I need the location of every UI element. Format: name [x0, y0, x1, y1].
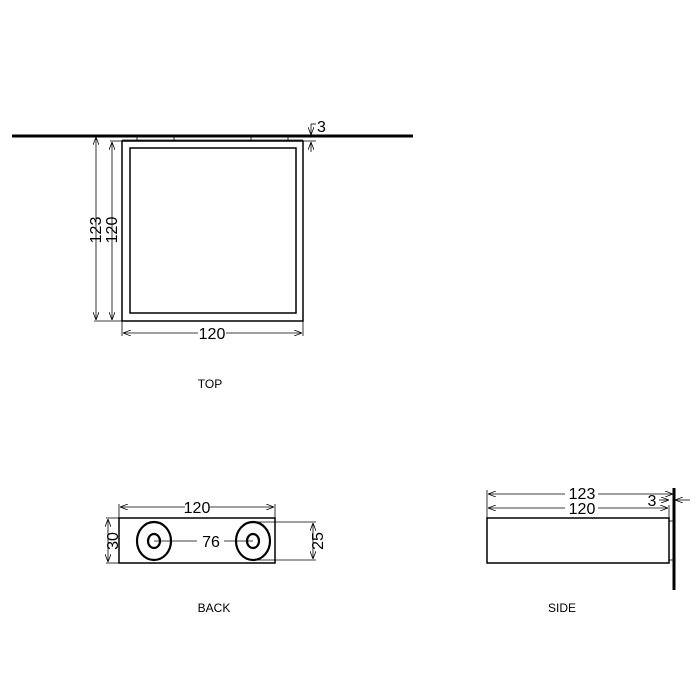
inner-frame — [129, 147, 297, 314]
back-view: 120 30 76 25 BACK — [105, 500, 327, 615]
side-view: 123 120 3 SIDE — [486, 486, 690, 615]
top-view: 123 120 120 3 TOP — [12, 119, 413, 391]
dimension-depth: 120 — [104, 140, 122, 320]
dimension-hole-spacing: 76 — [154, 534, 253, 551]
dim-text: 120 — [184, 500, 211, 517]
dim-text: 76 — [202, 534, 220, 551]
dim-text: 120 — [569, 501, 596, 518]
shelf-body — [486, 517, 670, 564]
dim-text: 25 — [310, 532, 327, 550]
dimension-hole-diameter: 25 — [253, 521, 327, 561]
dimension-total-depth: 123 — [486, 486, 673, 518]
dim-text: 3 — [317, 119, 326, 136]
dimension-width: 120 — [118, 500, 276, 518]
dimension-flange: 3 — [303, 119, 326, 152]
dimension-height: 30 — [105, 517, 122, 564]
dim-text: 120 — [199, 326, 226, 343]
view-label-top: TOP — [198, 377, 222, 391]
dim-text: 123 — [88, 217, 105, 244]
dimension-width: 120 — [121, 321, 304, 343]
view-label-side: SIDE — [548, 601, 576, 615]
dim-text: 120 — [104, 217, 121, 244]
dimension-depth: 120 — [488, 501, 670, 518]
back-plate — [118, 517, 276, 564]
dim-text: 123 — [569, 486, 596, 503]
outer-frame — [121, 140, 304, 322]
dim-text: 30 — [105, 532, 122, 550]
dimension-flange: 3 — [648, 493, 690, 510]
view-label-back: BACK — [198, 601, 231, 615]
dim-text: 3 — [648, 493, 657, 510]
mounting-tabs — [122, 136, 303, 141]
dimension-total-depth: 123 — [88, 137, 122, 322]
